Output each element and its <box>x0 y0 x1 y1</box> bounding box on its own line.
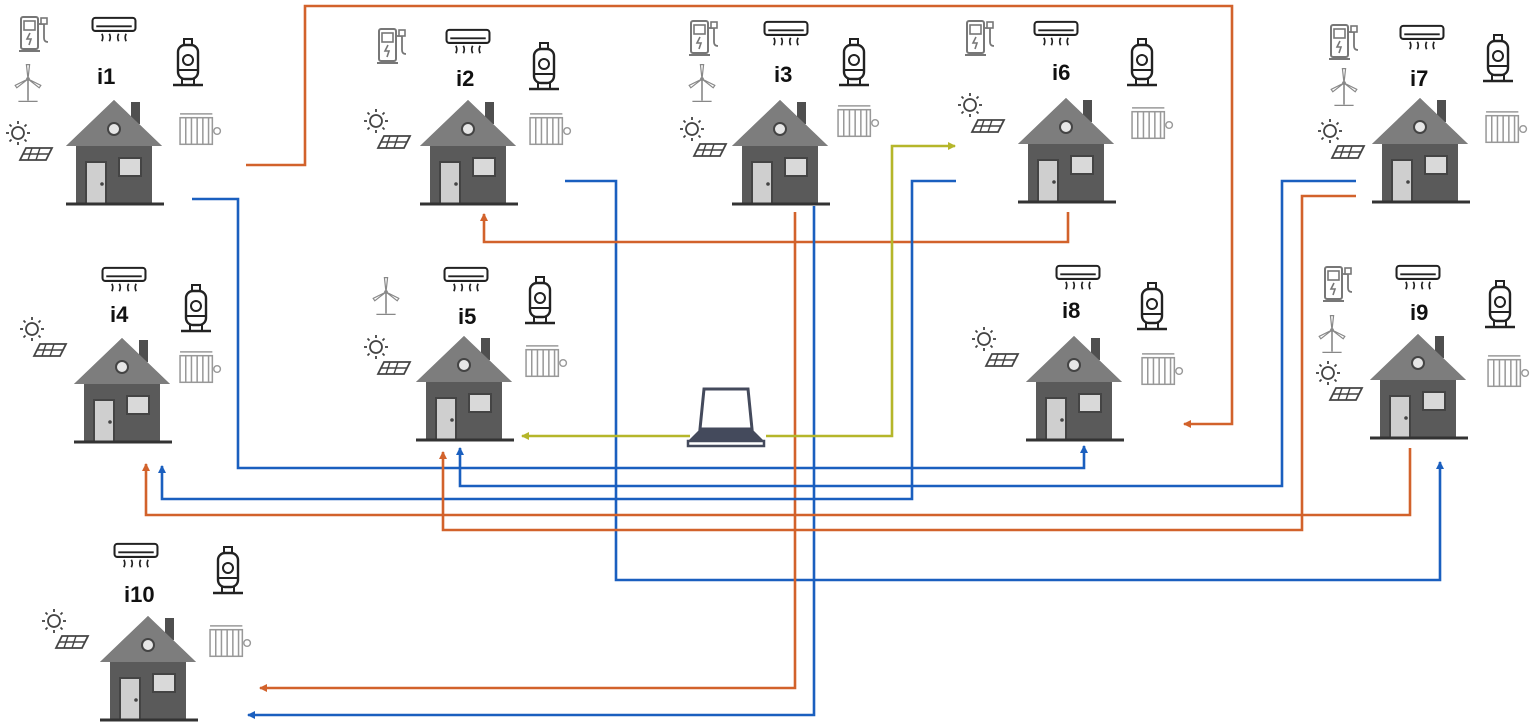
radiator-icon <box>529 113 572 146</box>
solar-panel-icon <box>1315 360 1363 401</box>
water-heater-icon <box>528 42 560 91</box>
house-icon <box>98 614 198 722</box>
air-conditioner-icon <box>763 20 809 47</box>
house-label: i7 <box>1410 66 1428 91</box>
air-conditioner-icon <box>445 28 491 55</box>
water-heater-icon <box>1126 38 1158 87</box>
radiator-icon <box>1487 355 1530 388</box>
water-heater-icon <box>180 284 212 333</box>
connection-i7-i5 <box>456 179 1356 488</box>
house-icon <box>418 98 518 206</box>
house-i7: i7 <box>1317 24 1528 204</box>
connection-i2-i9 <box>565 179 1444 582</box>
air-conditioner-icon <box>443 266 489 293</box>
house-i2: i2 <box>363 28 572 206</box>
solar-panel-icon <box>1317 118 1365 159</box>
air-conditioner-icon <box>1395 264 1441 291</box>
wind-turbine-icon <box>1318 314 1346 354</box>
radiator-icon <box>1131 107 1174 140</box>
house-label: i2 <box>456 66 474 91</box>
ev-charger-icon <box>18 16 49 52</box>
air-conditioner-icon <box>91 16 137 43</box>
water-heater-icon <box>212 546 244 595</box>
house-i9: i9 <box>1315 264 1530 440</box>
solar-panel-icon <box>363 334 411 375</box>
water-heater-icon <box>1482 34 1514 83</box>
house-icon <box>1016 96 1116 204</box>
connection-i6-i2 <box>480 212 1070 244</box>
house-icon <box>1370 96 1470 204</box>
house-label: i1 <box>97 64 115 89</box>
water-heater-icon <box>1136 282 1168 331</box>
house-icon <box>64 98 164 206</box>
house-icon <box>730 98 830 206</box>
solar-panel-icon <box>5 120 53 161</box>
solar-panel-icon <box>957 92 1005 133</box>
radiator-icon <box>525 345 568 378</box>
connection-i6-i4 <box>158 179 956 501</box>
house-label: i9 <box>1410 300 1428 325</box>
solar-panel-icon <box>679 116 727 157</box>
connection-i3-i10-blue <box>247 206 816 719</box>
house-icon <box>414 334 514 442</box>
air-conditioner-icon <box>1055 264 1101 291</box>
connection-i3-i10-orange <box>259 212 797 692</box>
connection-laptop-i6 <box>766 142 956 438</box>
wind-turbine-icon <box>372 276 400 316</box>
house-icon <box>72 336 172 444</box>
water-heater-icon <box>838 38 870 87</box>
house-label: i4 <box>110 302 129 327</box>
ev-charger-icon <box>1328 24 1359 60</box>
ev-charger-icon <box>376 28 407 64</box>
solar-panel-icon <box>971 326 1019 367</box>
laptop-icon <box>686 387 766 448</box>
wind-turbine-icon <box>688 63 716 103</box>
air-conditioner-icon <box>113 542 159 569</box>
water-heater-icon <box>524 276 556 325</box>
house-label: i8 <box>1062 298 1080 323</box>
air-conditioner-icon <box>1399 24 1445 51</box>
connection-i1-i8-blue <box>192 197 1088 470</box>
connection-i9-i4 <box>142 448 1412 517</box>
house-i1: i1 <box>5 16 222 206</box>
ev-charger-icon <box>964 20 995 56</box>
house-i3: i3 <box>679 20 880 206</box>
water-heater-icon <box>1484 280 1516 329</box>
house-label: i5 <box>458 304 476 329</box>
solar-panel-icon <box>41 608 89 649</box>
connections-layer <box>142 4 1444 719</box>
house-icon <box>1024 334 1124 442</box>
house-i6: i6 <box>957 20 1174 204</box>
house-i4: i4 <box>19 266 222 444</box>
house-label: i6 <box>1052 60 1070 85</box>
air-conditioner-icon <box>101 266 147 293</box>
ev-charger-icon <box>688 20 719 56</box>
house-label: i3 <box>774 62 792 87</box>
radiator-icon <box>179 113 222 146</box>
house-i8: i8 <box>971 264 1184 442</box>
house-i5: i5 <box>363 266 568 442</box>
solar-panel-icon <box>363 108 411 149</box>
radiator-icon <box>179 351 222 384</box>
radiator-icon <box>1141 353 1184 386</box>
solar-panel-icon <box>19 316 67 357</box>
house-i10: i10 <box>41 542 252 722</box>
radiator-icon <box>837 105 880 138</box>
ev-charger-icon <box>1322 266 1353 302</box>
wind-turbine-icon <box>14 63 42 103</box>
radiator-icon <box>209 625 252 658</box>
connection-i7-i5-orange <box>439 194 1356 532</box>
wind-turbine-icon <box>1330 67 1358 107</box>
air-conditioner-icon <box>1033 20 1079 47</box>
house-icon <box>1368 332 1468 440</box>
house-label: i10 <box>124 582 155 607</box>
water-heater-icon <box>172 38 204 87</box>
connection-i1-i8 <box>246 4 1234 428</box>
radiator-icon <box>1485 111 1528 144</box>
